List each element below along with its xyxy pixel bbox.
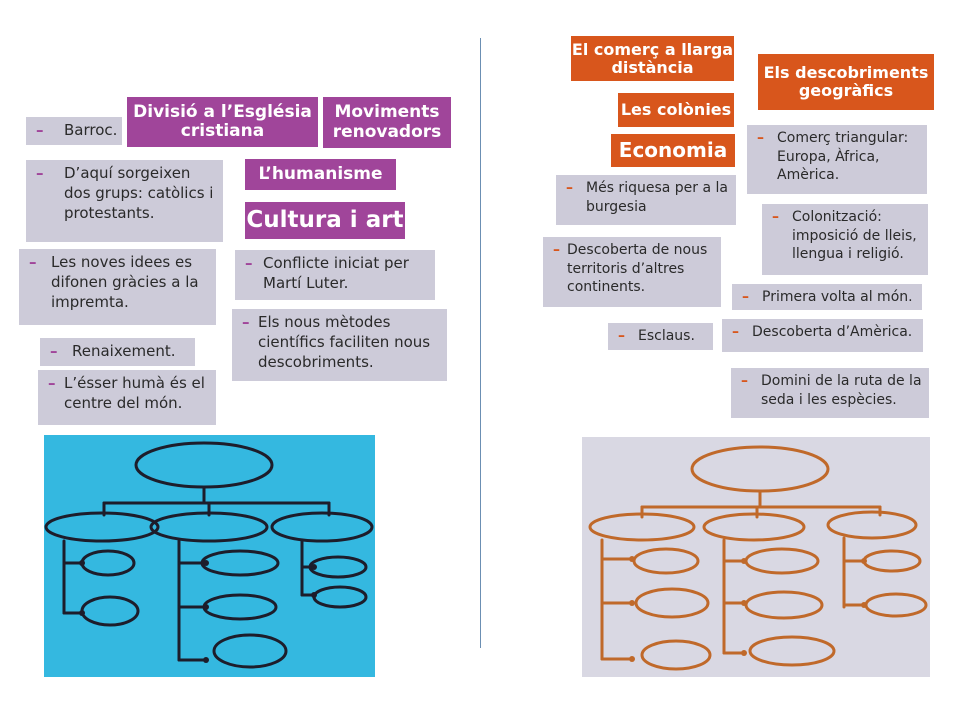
card-conflicte: –Conflicte iniciat per Martí Luter. — [235, 250, 435, 300]
dash-marker: – — [757, 130, 764, 146]
card-volta: –Primera volta al món. — [732, 284, 922, 310]
card-metodes: –Els nous mètodes científics faciliten n… — [232, 309, 447, 381]
card-territoris: –Descoberta de nous territoris d’altres … — [543, 237, 721, 307]
card-domini: –Domini de la ruta de la seda i les espè… — [731, 368, 929, 418]
card-text: Esclaus. — [638, 328, 695, 344]
card-idees: –Les noves idees es difonen gràcies a la… — [19, 249, 216, 325]
card-text: Primera volta al món. — [762, 289, 913, 305]
dash-marker: – — [48, 374, 56, 392]
dash-marker: – — [245, 254, 253, 272]
card-colonitzacio: –Colonització: imposició de lleis, lleng… — [762, 204, 928, 275]
dash-marker: – — [741, 373, 748, 389]
card-text: Renaixement. — [72, 342, 176, 360]
card-text: D’aquí sorgeixen dos grups: catòlics i p… — [64, 164, 214, 222]
card-text: Més riquesa per a la burgesia — [586, 180, 728, 215]
heading-divisio: Divisió a l’Església cristiana — [127, 97, 318, 147]
dash-marker: – — [36, 121, 44, 139]
dash-marker: – — [732, 324, 739, 340]
card-text: Conflicte iniciat per Martí Luter. — [263, 254, 409, 292]
card-renaixement: –Renaixement. — [40, 338, 195, 366]
card-text: Colonització: imposició de lleis, llengu… — [792, 209, 917, 263]
dash-marker: – — [566, 180, 573, 196]
card-grups: – D’aquí sorgeixen dos grups: catòlics i … — [26, 160, 223, 242]
card-text: Descoberta de nous territoris d’altres c… — [567, 242, 708, 296]
card-esser: –L’ésser humà és el centre del món. — [38, 370, 216, 425]
card-barroc: – Barroc. — [26, 117, 122, 145]
dash-marker: – — [50, 342, 58, 360]
heading-economia: Economia — [611, 134, 735, 167]
dash-marker: – — [742, 289, 749, 305]
dash-marker: – — [772, 209, 779, 225]
card-text: L’ésser humà és el centre del món. — [64, 374, 205, 412]
card-riquesa: –Més riquesa per a la burgesia — [556, 175, 736, 225]
card-text: Comerç triangular: Europa, Àfrica, Amèri… — [777, 130, 909, 184]
dash-marker: – — [553, 242, 560, 258]
dash-marker: – — [29, 253, 37, 271]
card-text: Els nous mètodes científics faciliten no… — [258, 313, 431, 371]
card-triangular: –Comerç triangular: Europa, Àfrica, Amèr… — [747, 125, 927, 194]
heading-cultura: Cultura i art — [245, 202, 405, 239]
heading-humanisme: L’humanisme — [245, 159, 396, 190]
card-text: Domini de la ruta de la seda i les espèc… — [761, 373, 922, 408]
heading-moviments: Moviments renovadors — [323, 97, 451, 148]
dash-marker: – — [618, 328, 625, 344]
dash-marker: – — [36, 164, 44, 182]
card-text: Les noves idees es difonen gràcies a la … — [51, 253, 199, 311]
heading-colonies: Les colònies — [618, 93, 734, 127]
card-esclaus: –Esclaus. — [608, 323, 713, 350]
heading-comerc: El comerç a llarga distància — [571, 36, 734, 81]
dash-marker: – — [242, 313, 250, 331]
card-america: –Descoberta d’Amèrica. — [722, 319, 923, 352]
card-text: Barroc. — [64, 121, 118, 139]
card-text: Descoberta d’Amèrica. — [752, 324, 913, 340]
page-divider — [480, 38, 481, 648]
blank-concept-map-blue — [44, 435, 375, 677]
blank-concept-map-orange — [582, 437, 930, 677]
heading-descobriments: Els descobriments geogràfics — [758, 54, 934, 110]
